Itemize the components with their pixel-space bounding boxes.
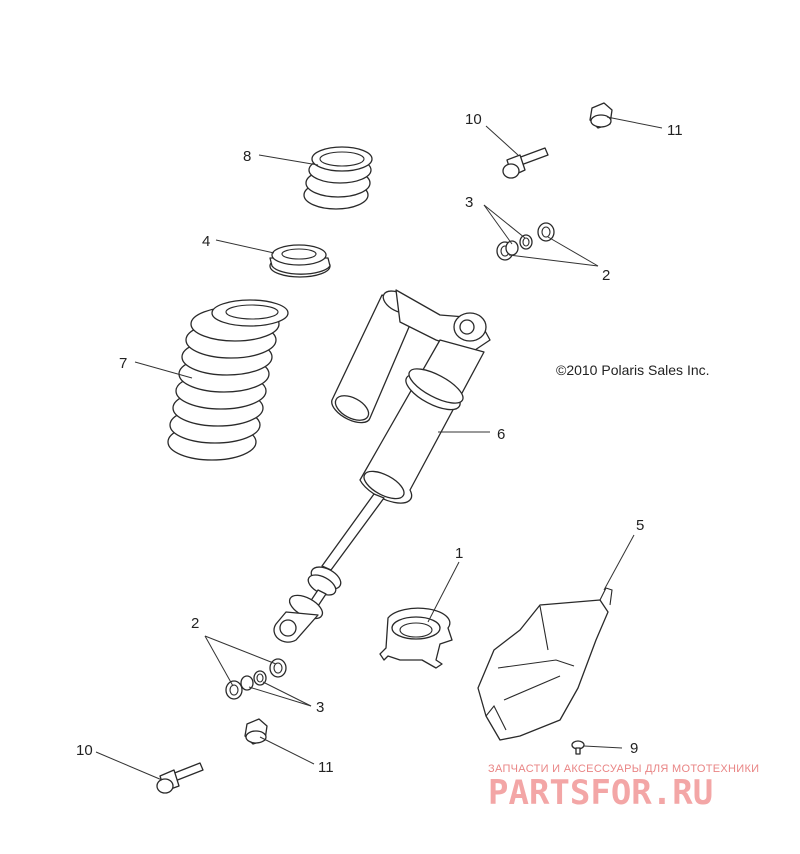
- part-10-top-bolt: [502, 147, 549, 179]
- part-11-top-nut: [589, 102, 613, 129]
- part-11-bottom-nut: [244, 718, 268, 745]
- callout-10-top: 10: [465, 111, 482, 128]
- part-8-small-spring: [303, 146, 373, 210]
- part-3-2-top-bushings: [496, 222, 555, 261]
- callout-4: 4: [202, 233, 210, 250]
- callout-9: 9: [630, 740, 638, 757]
- callout-1: 1: [455, 545, 463, 562]
- part-6-shock-absorber: [273, 289, 491, 643]
- callout-10-bottom: 10: [76, 742, 93, 759]
- callout-labels: 8 4 7 6 10 11 3 2 1 5 2 3 11 10 9: [76, 111, 683, 776]
- callout-3-top: 3: [465, 194, 473, 211]
- callout-8: 8: [243, 148, 251, 165]
- leader-lines: [95, 116, 663, 781]
- part-2-3-bottom-bushings: [225, 658, 287, 700]
- callout-11-bottom: 11: [318, 759, 334, 776]
- part-5-shock-guard: [477, 587, 613, 741]
- callout-6: 6: [497, 426, 505, 443]
- callout-11-top: 11: [667, 122, 683, 139]
- callout-2-bottom: 2: [191, 615, 199, 632]
- callout-2-top: 2: [602, 267, 610, 284]
- part-4-spring-seat: [269, 244, 331, 278]
- part-1-adjuster-collar: [379, 607, 453, 669]
- part-7-main-spring: [167, 299, 289, 461]
- callout-7: 7: [119, 355, 127, 372]
- copyright-text: ©2010 Polaris Sales Inc.: [556, 362, 710, 378]
- callout-5: 5: [636, 517, 644, 534]
- callout-3-bottom: 3: [316, 699, 324, 716]
- watermark-brand: PARTSFOR.RU: [488, 773, 713, 813]
- part-9-screw: [571, 740, 585, 755]
- watermark-tagline: ЗАПЧАСТИ И АКСЕССУАРЫ ДЛЯ МОТОТЕХНИКИ: [488, 763, 759, 775]
- part-10-bottom-bolt: [156, 762, 204, 794]
- watermark: ЗАПЧАСТИ И АКСЕССУАРЫ ДЛЯ МОТОТЕХНИКИ PA…: [488, 763, 759, 813]
